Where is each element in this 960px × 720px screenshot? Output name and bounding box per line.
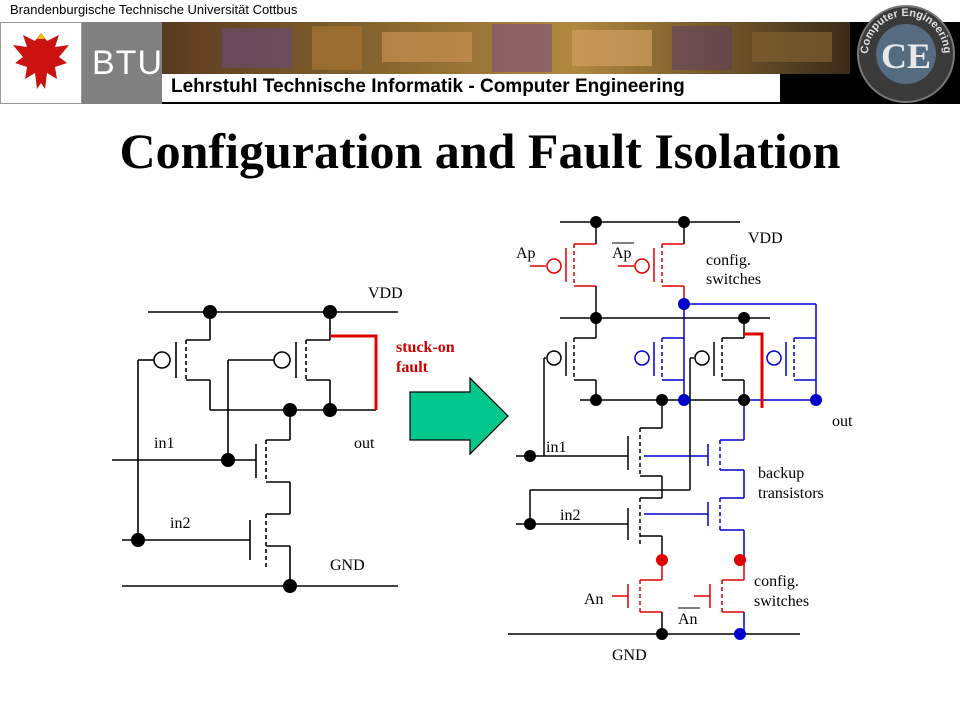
university-name: Brandenburgische Technische Universität … [10,2,298,17]
config-bottom-line2: switches [754,593,809,610]
left-in1-label: in1 [154,435,174,452]
right-in1-label: in1 [546,439,566,456]
an-bar-label: An [678,611,698,628]
an-label: An [584,591,604,608]
ap-label: Ap [516,245,536,262]
right-fault-short [744,332,764,408]
ce-initials: CE [881,36,931,76]
right-in2-label: in2 [560,507,580,524]
right-out-label: out [832,413,853,430]
left-vdd-label: VDD [368,285,403,302]
ap-bar-label: Ap [612,245,632,262]
config-bottom-line1: config. [754,573,799,590]
computer-engineering-logo: Computer Engineering Dept. CE [846,0,960,104]
stuck-on-fault-short [330,334,378,410]
chair-name-bar [162,74,780,102]
left-circuit-nodes [131,305,337,593]
left-out-label: out [354,435,375,452]
left-gnd-label: GND [330,557,365,574]
chair-name: Lehrstuhl Technische Informatik - Comput… [171,76,685,97]
fault-label-line1: stuck-on [396,339,455,356]
right-vdd-label: VDD [748,230,783,247]
left-in2-label: in2 [170,515,190,532]
config-top-line1: config. [706,252,751,269]
brandenburg-eagle-logo [0,22,82,104]
fault-label-line2: fault [396,359,429,376]
right-circuit-nodes [524,216,822,640]
right-reconfigurable-circuit [508,221,820,635]
right-gnd-label: GND [612,647,647,664]
btu-logo-text: BTU [92,44,163,82]
slide-title: Configuration and Fault Isolation [119,123,841,179]
backup-line2: transistors [758,485,824,502]
chip-die-image [162,22,850,74]
btu-logo-box [82,22,162,104]
config-top-line2: switches [706,271,761,288]
backup-line1: backup [758,465,804,482]
transformation-arrow [409,376,509,456]
